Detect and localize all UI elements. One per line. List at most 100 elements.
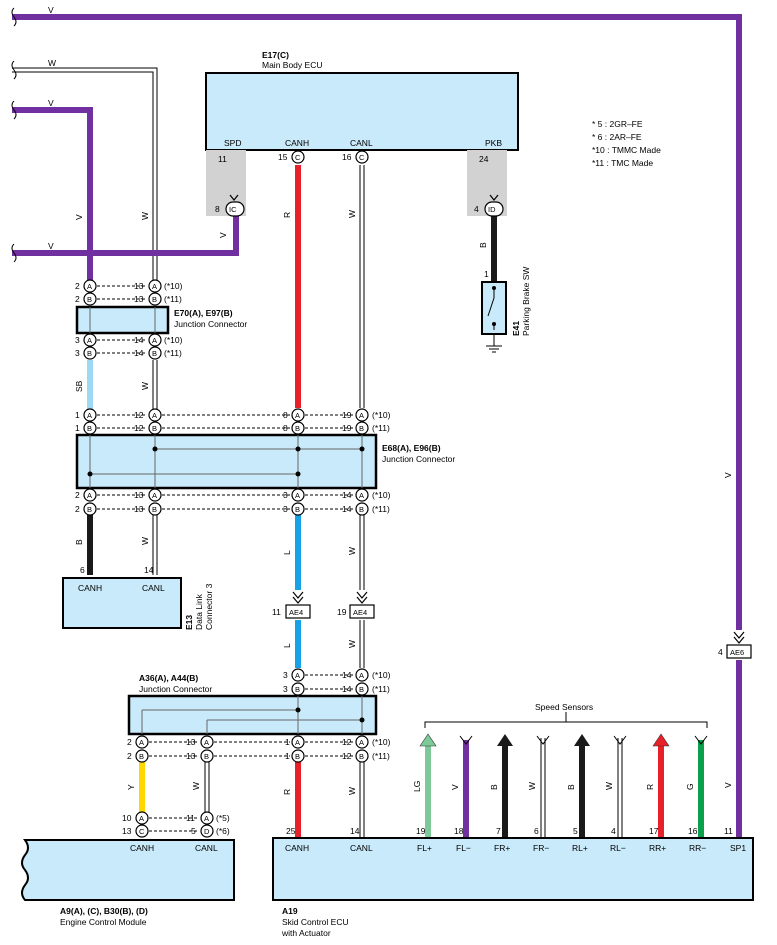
pin-number: 4 — [474, 204, 479, 214]
pin-number: 12 — [342, 737, 352, 747]
e68-code: E68(A), E96(B) — [382, 443, 441, 453]
pin-number: 13 — [186, 751, 196, 761]
wire-label: W — [140, 212, 150, 220]
pin-letter: B — [152, 424, 157, 433]
pin-letter: A — [359, 671, 364, 680]
pin-number: 3 — [283, 504, 288, 514]
variant-tag: (*11) — [372, 504, 390, 514]
a9-code: A9(A), (C), B30(B), (D) — [60, 906, 148, 916]
wire-label: V — [218, 232, 228, 238]
pin-letter: A — [295, 411, 300, 420]
variant-tag: (*10) — [372, 670, 391, 680]
pin-letter: A — [295, 738, 300, 747]
pin-number: 2 — [75, 490, 80, 500]
e68-name: Junction Connector — [382, 454, 455, 464]
pin-number: 14 — [144, 565, 154, 575]
wire-label: B — [478, 242, 488, 248]
pin-letter: ID — [488, 205, 496, 214]
e70-name: Junction Connector — [174, 319, 247, 329]
pin-number: 6 — [534, 826, 539, 836]
wire-label: R — [282, 789, 292, 795]
e70-code: E70(A), E97(B) — [174, 308, 233, 318]
note-line: * 6 : 2AR–FE — [592, 132, 642, 142]
wire-label: W — [347, 787, 357, 795]
pin-number: 3 — [283, 490, 288, 500]
pin-number: 2 — [127, 751, 132, 761]
wire-label: V — [450, 784, 460, 790]
engine-control-module: 10 A 11 A (*5) 13 C 5 D (*6) CANH CANL A… — [21, 811, 235, 927]
pin-letter: D — [204, 827, 210, 836]
pin-letter: B — [87, 295, 92, 304]
pin-number: 8 — [283, 423, 288, 433]
pin-number: 2 — [75, 281, 80, 291]
main-body-ecu: E17(C) Main Body ECU SPD CANH CANL PKB 1… — [205, 50, 519, 217]
variant-tag: (*11) — [372, 423, 390, 433]
wire-label: V — [74, 214, 84, 220]
variant-tag: (*11) — [164, 294, 182, 304]
variant-tag: (*11) — [372, 684, 390, 694]
pin-number: 2 — [75, 504, 80, 514]
abs-pin-canh: CANH — [285, 843, 309, 853]
pin-letter: AE6 — [730, 648, 744, 657]
pin-number: 12 — [134, 410, 144, 420]
pin-letter: A — [87, 411, 92, 420]
pin-number: 5 — [191, 826, 196, 836]
pin-letter: A — [359, 411, 364, 420]
dlc-pin-canl: CANL — [142, 583, 165, 593]
note-line: *10 : TMMC Made — [592, 145, 661, 155]
pin-number: 8 — [215, 204, 220, 214]
pin-number: 15 — [278, 152, 288, 162]
harness-break-marks — [11, 7, 17, 263]
pin-number: 7 — [496, 826, 501, 836]
e17-name: Main Body ECU — [262, 60, 322, 70]
pin-number: 14 — [342, 670, 352, 680]
wire-labels-top: V W V V V W V R W B V V — [48, 5, 733, 788]
pin-number: 14 — [342, 684, 352, 694]
pin-number: 14 — [134, 348, 144, 358]
abs-pin-frp: FR+ — [494, 843, 510, 853]
abs-pin-rlp: RL+ — [572, 843, 588, 853]
a9-name: Engine Control Module — [60, 917, 147, 927]
pin-letter: B — [359, 505, 364, 514]
variant-tag: (*11) — [164, 348, 182, 358]
wire-label: LG — [412, 781, 422, 792]
wire-label: W — [527, 782, 537, 790]
variant-notes: * 5 : 2GR–FE * 6 : 2AR–FE *10 : TMMC Mad… — [592, 119, 661, 168]
pin-letter: A — [139, 738, 144, 747]
pin-number: 14 — [342, 490, 352, 500]
pin-letter: A — [139, 814, 144, 823]
pin-letter: A — [152, 411, 157, 420]
wire-label: B — [74, 539, 84, 545]
variant-tag: (*5) — [216, 813, 230, 823]
skid-control-ecu: 25 14 19 18 7 6 5 4 17 16 11 CANH CANL F… — [272, 826, 754, 938]
pin-letter: B — [295, 505, 300, 514]
pin-number: 3 — [283, 670, 288, 680]
a36-name: Junction Connector — [139, 684, 212, 694]
junction-connector-e70: 2 A 13 A (*10) 2 B 13 B (*11) E70(A), E9… — [74, 279, 247, 392]
note-line: * 5 : 2GR–FE — [592, 119, 643, 129]
pin-letter: A — [87, 282, 92, 291]
pin-number: 13 — [186, 737, 196, 747]
pin-number: 19 — [342, 423, 352, 433]
pin-letter: B — [359, 752, 364, 761]
abs-pin-flm: FL− — [456, 843, 471, 853]
pin-number: 2 — [127, 737, 132, 747]
e17-pin-spd: SPD — [224, 138, 241, 148]
pin-letter: B — [295, 685, 300, 694]
pin-letter: AE4 — [289, 608, 303, 617]
e17-pin-pkb: PKB — [485, 138, 502, 148]
variant-tag: (*10) — [372, 410, 391, 420]
wire-label: W — [48, 58, 56, 68]
pin-number: 2 — [75, 294, 80, 304]
wire-label: G — [685, 783, 695, 790]
dlc-pin-canh: CANH — [78, 583, 102, 593]
wire-label: V — [48, 241, 54, 251]
pin-letter: C — [359, 153, 365, 162]
wire-label: V — [48, 98, 54, 108]
variant-tag: (*11) — [372, 751, 390, 761]
pin-letter: A — [359, 738, 364, 747]
abs-pin-rrp: RR+ — [649, 843, 666, 853]
e17-pin-canh: CANH — [285, 138, 309, 148]
pin-letter: B — [152, 505, 157, 514]
